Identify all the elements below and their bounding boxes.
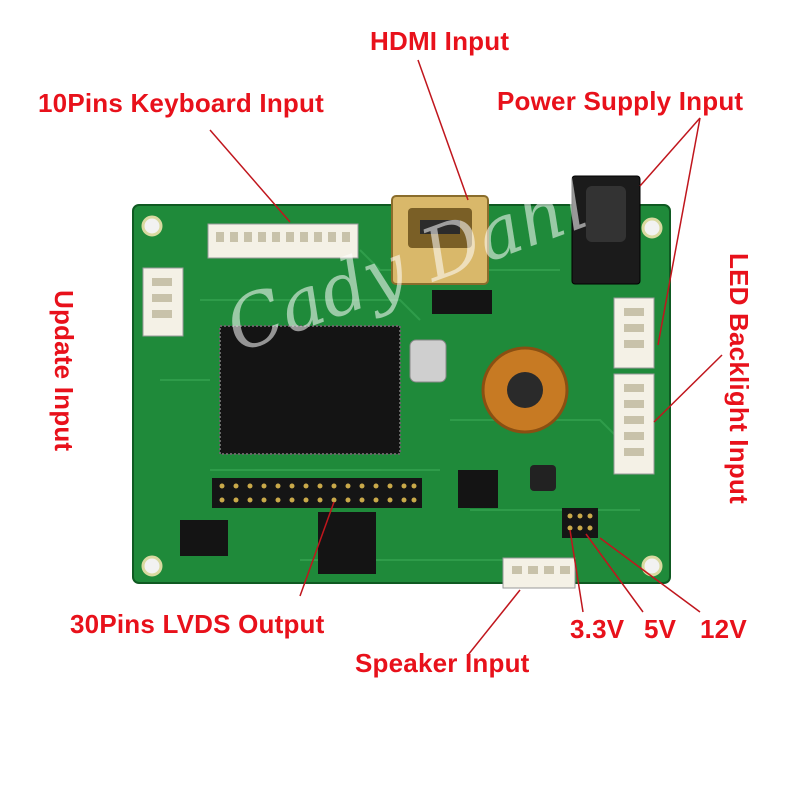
voltage-jumper-pins [567,513,593,531]
hdmi-connector-slot [420,220,460,234]
mounting-hole [641,217,663,239]
power-supply-input-label: Power Supply Input [497,86,744,116]
small-ic [432,290,492,314]
small-ic [530,465,556,491]
lvds-header [212,478,422,508]
right-connector-pins [624,308,644,456]
led-backlight-input-label: LED Backlight Input [724,253,754,504]
small-ic [318,512,376,574]
mounting-hole [641,555,663,577]
speaker-input-label: Speaker Input [355,648,530,678]
keyboard-connector-pins [216,232,350,242]
leader-lines [209,59,723,656]
keyboard-input-label: 10Pins Keyboard Input [38,88,324,118]
small-ic [180,520,228,556]
power-jack-opening [586,186,626,242]
voltage-12v-label: 12V [700,614,747,644]
mounting-hole [141,555,163,577]
hdmi-input-label: HDMI Input [370,26,510,56]
main-chip [219,325,401,455]
update-connector-pins [152,278,172,318]
lvds-output-label: 30Pins LVDS Output [70,609,325,639]
crystal [409,339,447,383]
voltage-3v3-label: 3.3V [570,614,625,644]
lvds-header-pins [219,483,417,503]
small-ic [458,470,498,508]
toroid-core [507,372,543,408]
voltage-5v-label: 5V [644,614,677,644]
voltage-jumper [562,508,598,538]
update-input-label: Update Input [49,290,79,452]
speaker-connector-pins [512,566,570,574]
mounting-hole [141,215,163,237]
